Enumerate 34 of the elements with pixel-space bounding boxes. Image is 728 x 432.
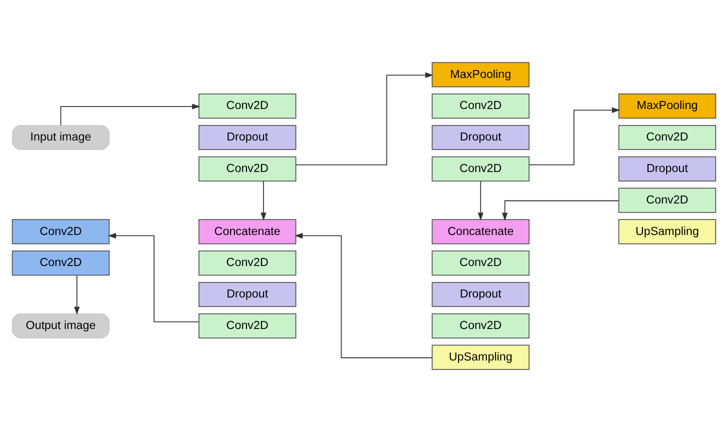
- node-box: MaxPooling: [618, 94, 716, 119]
- arrow: [296, 72, 434, 166]
- arrow: [528, 107, 620, 166]
- arrow: [294, 232, 432, 358]
- node-box: Dropout: [198, 282, 296, 308]
- node-box: Conv2D: [618, 124, 716, 150]
- node-box: Input image: [12, 124, 110, 150]
- node-box: Dropout: [432, 282, 530, 308]
- node-box: Concatenate: [432, 219, 530, 244]
- node-box: Conv2D: [432, 313, 530, 338]
- node-box: UpSampling: [618, 219, 716, 244]
- node-box: Conv2D: [198, 156, 296, 182]
- node-box: Dropout: [432, 124, 530, 150]
- arrow: [478, 180, 484, 221]
- arrow: [260, 180, 266, 221]
- node-box: Conv2D: [198, 313, 296, 338]
- arrow: [60, 104, 200, 126]
- arrow: [502, 200, 619, 221]
- node-box: Dropout: [198, 124, 296, 150]
- node-box: Conv2D: [432, 156, 530, 182]
- node-box: Conv2D: [198, 250, 296, 276]
- arrow: [74, 275, 80, 315]
- node-box: Conv2D: [618, 188, 716, 213]
- node-box: UpSampling: [432, 344, 530, 370]
- node-box: Conv2D: [198, 94, 296, 119]
- node-box: Concatenate: [198, 219, 296, 244]
- node-box: Conv2D: [432, 250, 530, 276]
- node-box: Conv2D: [12, 250, 110, 276]
- node-box: Conv2D: [432, 94, 530, 119]
- node-box: MaxPooling: [432, 62, 530, 88]
- node-box: Output image: [12, 313, 110, 338]
- arrow: [108, 232, 200, 322]
- node-box: Dropout: [618, 156, 716, 182]
- node-box: Conv2D: [12, 219, 110, 244]
